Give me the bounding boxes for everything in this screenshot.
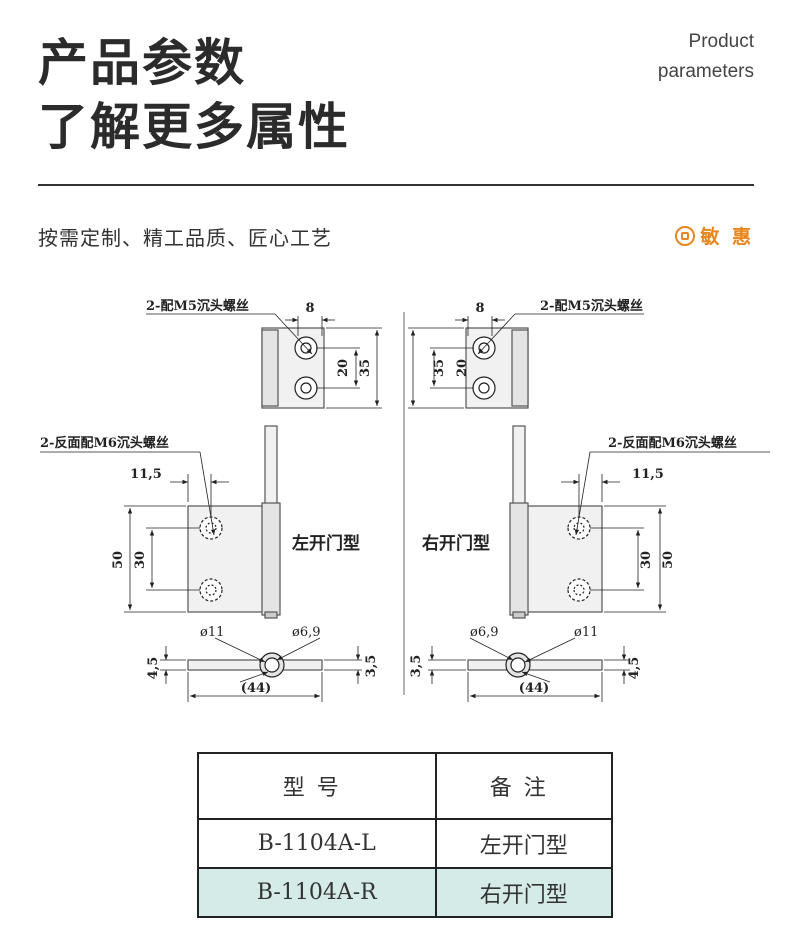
header-divider bbox=[38, 184, 754, 186]
header-model: 型号 bbox=[197, 752, 437, 820]
right-phi-11: ø11 bbox=[574, 625, 598, 640]
page-title-line2: 了解更多属性 bbox=[38, 98, 350, 156]
table-row: B-1104A-L 左开门型 bbox=[197, 818, 614, 869]
slogan: 按需定制、精工品质、匠心工艺 bbox=[38, 226, 332, 250]
left-dim-30: 30 bbox=[133, 551, 148, 569]
right-screw-back-label: 2-反面配M6沉头螺丝 bbox=[608, 435, 737, 451]
model-table: 型号 备注 B-1104A-L 左开门型 B-1104A-R 右开门型 bbox=[197, 752, 614, 918]
right-dim-11-5: 11,5 bbox=[632, 467, 664, 482]
right-screw-top-label: 2-配M5沉头螺丝 bbox=[540, 298, 643, 314]
cell-model: B-1104A-R bbox=[197, 867, 437, 918]
cell-model: B-1104A-L bbox=[197, 818, 437, 869]
left-dim-44: (44) bbox=[241, 681, 271, 696]
right-dim-30: 30 bbox=[639, 551, 654, 569]
right-door-drawing bbox=[408, 313, 770, 702]
left-phi-11: ø11 bbox=[200, 625, 224, 640]
left-type-label: 左开门型 bbox=[292, 533, 360, 554]
left-screw-top-label: 2-配M5沉头螺丝 bbox=[146, 298, 249, 314]
right-dim-4-5: 4,5 bbox=[627, 657, 642, 680]
hinge-technical-drawing: 2-配M5沉头螺丝 8 20 35 2-反面配M6沉头螺丝 11,5 50 30… bbox=[40, 298, 770, 702]
left-dim-3-5: 3,5 bbox=[364, 655, 379, 678]
right-phi-6-9: ø6,9 bbox=[470, 625, 499, 640]
left-dim-8: 8 bbox=[305, 301, 314, 316]
right-drawing-labels: 2-配M5沉头螺丝 8 35 20 2-反面配M6沉头螺丝 11,5 30 50… bbox=[409, 298, 737, 696]
left-dim-50: 50 bbox=[111, 551, 126, 569]
english-title-line2: parameters bbox=[657, 61, 754, 82]
right-dim-8: 8 bbox=[475, 301, 484, 316]
right-dim-35: 35 bbox=[432, 359, 447, 377]
left-dim-20: 20 bbox=[336, 359, 351, 377]
left-dim-4-5: 4,5 bbox=[146, 657, 161, 680]
left-screw-back-label: 2-反面配M6沉头螺丝 bbox=[40, 435, 169, 451]
right-dim-44: (44) bbox=[519, 681, 549, 696]
right-dim-50: 50 bbox=[661, 551, 676, 569]
page-title-line1: 产品参数 bbox=[38, 34, 246, 92]
brand-mark-icon bbox=[675, 225, 696, 246]
left-drawing-labels: 2-配M5沉头螺丝 8 20 35 2-反面配M6沉头螺丝 11,5 50 30… bbox=[40, 298, 379, 696]
left-phi-6-9: ø6,9 bbox=[292, 625, 321, 640]
right-dim-20: 20 bbox=[455, 359, 470, 377]
left-dim-11-5: 11,5 bbox=[130, 467, 162, 482]
right-dim-3-5: 3,5 bbox=[409, 655, 424, 678]
brand-logo: 敏 惠 bbox=[675, 222, 754, 249]
right-type-label: 右开门型 bbox=[422, 533, 490, 554]
left-door-drawing bbox=[40, 313, 382, 702]
table-header-row: 型号 备注 bbox=[197, 752, 614, 820]
table-row: B-1104A-R 右开门型 bbox=[197, 867, 614, 918]
left-dim-35: 35 bbox=[358, 359, 373, 377]
cell-note: 右开门型 bbox=[434, 867, 614, 918]
cell-note: 左开门型 bbox=[434, 818, 614, 869]
header-note: 备注 bbox=[434, 752, 614, 820]
english-title-line1: Product bbox=[688, 31, 754, 52]
brand-name: 敏 惠 bbox=[700, 226, 754, 248]
